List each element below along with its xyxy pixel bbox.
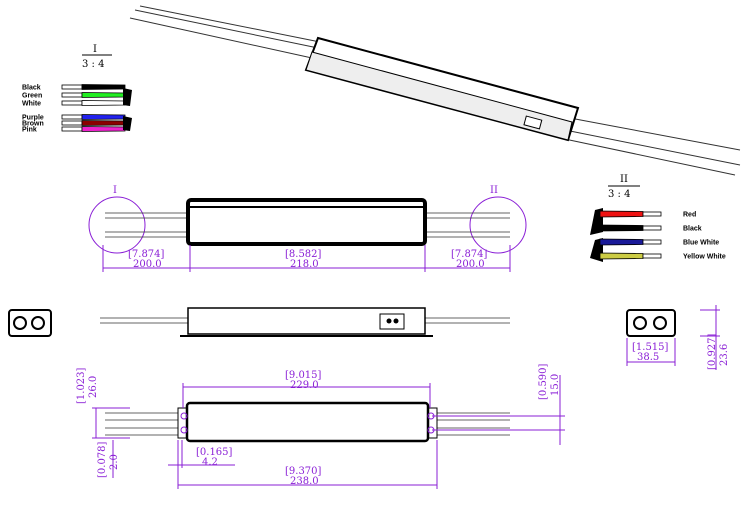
wire-end [61, 114, 83, 120]
dim-left-lead-mm: 200.0 [133, 259, 162, 270]
wire-label: Black [683, 226, 702, 233]
wire-end [61, 100, 83, 106]
dim-total-length-mm: 238.0 [290, 476, 319, 487]
bottom-view: [9.015] 229.0 [9.370] 238.0 [1.023] 26.0… [76, 363, 565, 489]
dim-height-mm: 23.6 [719, 344, 730, 366]
circle-I-label: I [113, 185, 117, 196]
dim-body-mm: 218.0 [290, 259, 319, 270]
detail-II-title: II [620, 174, 628, 185]
front-view: I II [7.874] 200.0 [8.582] 218.0 [7.874]… [88, 185, 527, 272]
dim-right-lead-in: [7.874] [451, 249, 488, 260]
wire-label: Red [683, 212, 696, 219]
wire-green [81, 92, 126, 98]
isometric-view [129, 5, 741, 176]
side-view [100, 307, 510, 337]
dim-width-in: [1.515] [632, 342, 669, 353]
dim-height-in: [0.927] [707, 333, 718, 370]
wire-label: Brown [22, 121, 44, 128]
wire-end [61, 84, 83, 90]
wire-label: Black [22, 85, 41, 92]
wire-red [599, 210, 644, 218]
wire-end [642, 225, 662, 231]
wire-pink [81, 126, 126, 132]
wire-black [599, 224, 644, 232]
dim-inner-length-mm: 229.0 [290, 380, 319, 391]
wire-end [642, 211, 662, 217]
connector-icon [379, 313, 405, 330]
dim-hole-spacing-in: [0.590] [538, 363, 549, 400]
dim-wire-span-in: [1.023] [76, 367, 87, 404]
wire-label: Blue White [683, 240, 719, 247]
circle-II-label: II [490, 185, 498, 196]
wire-label: Yellow White [683, 254, 726, 261]
dim-wire-dia-in: [0.078] [97, 441, 108, 478]
dim-total-length-in: [9.370] [285, 466, 322, 477]
wire-black [81, 84, 126, 90]
wire-purple [81, 114, 126, 120]
wire-label: Purple [22, 115, 44, 122]
dim-width-mm: 38.5 [637, 352, 659, 363]
wire-end [61, 92, 83, 98]
wire-end [61, 120, 83, 126]
wire-label: Green [22, 93, 42, 100]
wire-brown [81, 120, 126, 126]
wire-end [642, 253, 662, 259]
wire-label: Pink [22, 127, 37, 134]
dim-ear-in: [0.165] [196, 447, 233, 458]
wire-yellow-white [599, 252, 644, 260]
end-view-right: [1.515] 38.5 [0.927] 23.6 [626, 305, 730, 370]
dim-hole-spacing-mm: 15.0 [550, 374, 561, 396]
wire-end [642, 239, 662, 245]
dim-ear-mm: 4.2 [202, 457, 218, 468]
dim-body-in: [8.582] [285, 249, 322, 260]
dim-wire-span-mm: 26.0 [88, 376, 99, 398]
detail-I-title: I [93, 44, 97, 55]
dim-right-lead-mm: 200.0 [456, 259, 485, 270]
detail-I-scale: 3 : 4 [82, 59, 104, 70]
wire-label: White [22, 101, 41, 108]
wire-white [81, 100, 126, 106]
wire-end [61, 126, 83, 132]
dim-left-lead-in: [7.874] [128, 249, 165, 260]
dim-inner-length-in: [9.015] [285, 370, 322, 381]
end-view-left [8, 309, 52, 337]
wire-blue-white [599, 238, 644, 246]
dim-wire-dia-mm: 2.0 [109, 454, 120, 470]
detail-II-scale: 3 : 4 [608, 189, 630, 200]
